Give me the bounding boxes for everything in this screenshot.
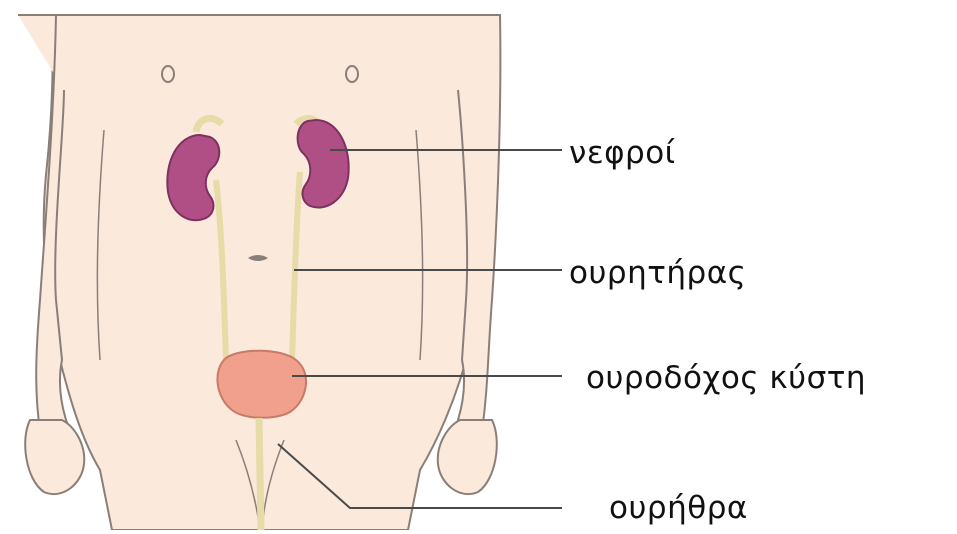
urethra: [259, 418, 261, 530]
ureter-label: ουρητήρας: [569, 255, 746, 291]
bladder-label: ουροδόχος κύστη: [586, 360, 866, 396]
right-hand: [438, 420, 497, 494]
left-hand: [25, 420, 84, 494]
kidneys-label: νεφροί: [569, 135, 676, 171]
urethra-label: ουρήθρα: [609, 490, 748, 526]
bladder: [217, 351, 306, 418]
